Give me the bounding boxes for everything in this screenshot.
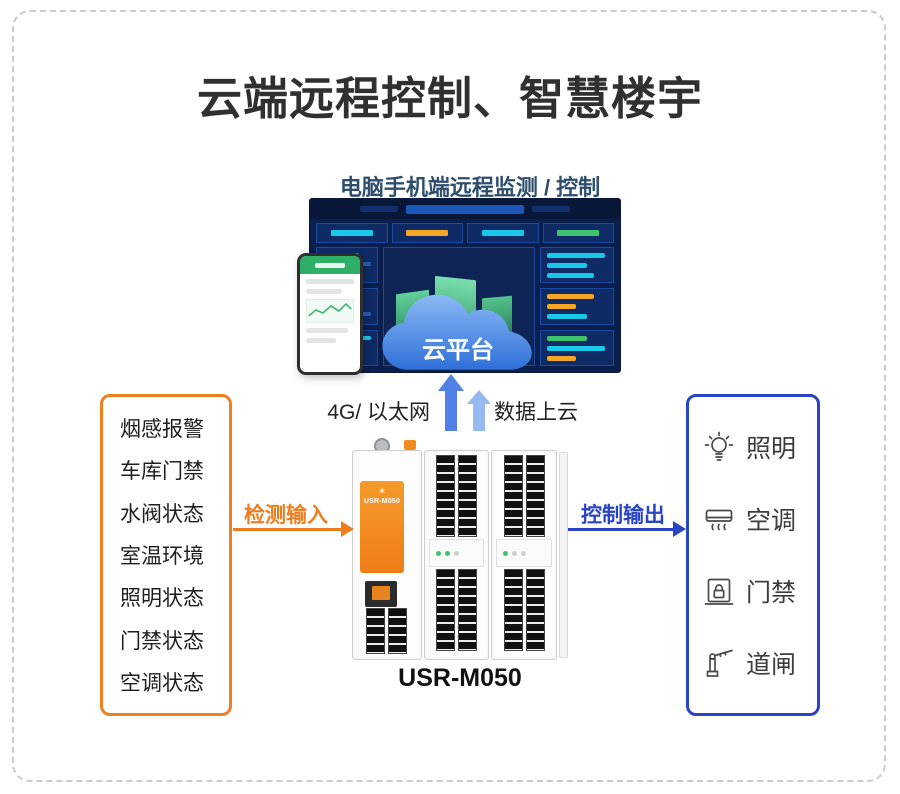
device-model-label: USR-M050	[398, 664, 522, 692]
plc-device: ✶ USR-M050	[352, 436, 569, 660]
dashed-border-frame	[12, 10, 886, 782]
cloud-label: 云平台	[422, 337, 494, 365]
output-item: 道闸	[703, 645, 817, 681]
device-panel-label: USR-M050	[363, 498, 401, 505]
terminal-block	[353, 608, 421, 654]
dashboard-stat-card	[542, 223, 614, 243]
input-item: 水阀状态	[120, 502, 204, 526]
dashboard-panel	[540, 329, 614, 366]
phone-list-row	[306, 279, 354, 284]
input-item: 烟感报警	[120, 418, 204, 442]
plc-end-cap	[559, 452, 569, 658]
input-item: 门禁状态	[120, 629, 204, 653]
access-icon	[704, 578, 734, 605]
ethernet-port-inner	[372, 586, 390, 600]
cloud-shape	[382, 294, 532, 370]
phone-list-row	[306, 328, 348, 333]
dashboard-stat-card	[316, 223, 388, 243]
device-front-panel: ✶ USR-M050	[360, 481, 404, 573]
network-label: 4G/ 以太网	[327, 401, 430, 424]
input-item: 室温环境	[120, 544, 204, 568]
led-indicator	[512, 550, 518, 556]
terminal-block	[492, 569, 556, 651]
dashboard-header-chip	[532, 206, 570, 212]
output-item: 照明	[703, 429, 817, 465]
output-label: 道闸	[746, 651, 797, 679]
input-item: 照明状态	[120, 587, 204, 611]
output-arrowhead-icon	[673, 521, 686, 537]
phone-app-header	[300, 256, 360, 274]
output-connector-label: 控制输出	[581, 504, 665, 527]
output-connector-line	[568, 528, 674, 531]
page-subtitle: 电脑手机端远程监测 / 控制	[339, 175, 601, 200]
led-indicator	[435, 550, 441, 556]
upload-label: 数据上云	[494, 401, 578, 424]
input-arrowhead-icon	[341, 521, 354, 537]
terminal-block	[492, 455, 556, 537]
status-led-band	[496, 539, 553, 567]
upload-arrows-icon	[438, 374, 491, 431]
bulb-icon	[704, 431, 734, 461]
output-item: 空调	[703, 501, 817, 537]
input-item: 车库门禁	[120, 460, 204, 484]
dashboard-stat-card	[391, 223, 463, 243]
dashboard-stat-row	[316, 223, 614, 243]
led-indicator	[453, 550, 459, 556]
output-label: 照明	[746, 435, 797, 463]
phone-screen	[297, 253, 363, 375]
gate-icon	[706, 649, 733, 677]
dashboard-right-panels	[540, 247, 614, 366]
outputs-box: 照明 空调 门禁	[686, 394, 820, 716]
dashboard-panel	[540, 247, 614, 284]
input-connector-line	[233, 528, 342, 531]
dashboard-stat-card	[467, 223, 539, 243]
phone-chart	[306, 299, 354, 323]
dashboard-panel	[540, 288, 614, 325]
output-label: 空调	[746, 507, 797, 535]
inputs-box: 烟感报警 车库门禁 水阀状态 室温环境 照明状态 门禁状态 空调状态	[100, 394, 232, 716]
dashboard-title-bar	[406, 204, 524, 214]
ac-icon	[705, 509, 733, 531]
phone-list-row	[306, 338, 336, 343]
terminal-block	[425, 569, 489, 651]
output-label: 门禁	[746, 579, 797, 607]
input-item: 空调状态	[120, 671, 204, 695]
status-led-band	[428, 539, 485, 567]
led-indicator	[444, 550, 450, 556]
plc-io-module	[423, 450, 490, 660]
plc-io-module	[491, 450, 558, 660]
brand-logo-icon: ✶	[378, 486, 386, 496]
led-indicator	[503, 550, 509, 556]
dashboard-header	[310, 199, 620, 219]
page-title: 云端远程控制、智慧楼宇	[196, 73, 703, 124]
plc-body: ✶ USR-M050	[352, 450, 569, 660]
led-indicator	[521, 550, 527, 556]
ethernet-port-icon	[365, 581, 397, 607]
output-item: 门禁	[703, 573, 817, 609]
terminal-block	[425, 455, 489, 537]
orange-connector-icon	[404, 440, 416, 450]
cloud-platform: 云平台	[376, 286, 540, 382]
dashboard-header-chip	[360, 206, 398, 212]
input-connector-label: 检测输入	[244, 504, 328, 527]
plc-main-module: ✶ USR-M050	[352, 450, 422, 660]
phone-list-row	[306, 289, 342, 294]
